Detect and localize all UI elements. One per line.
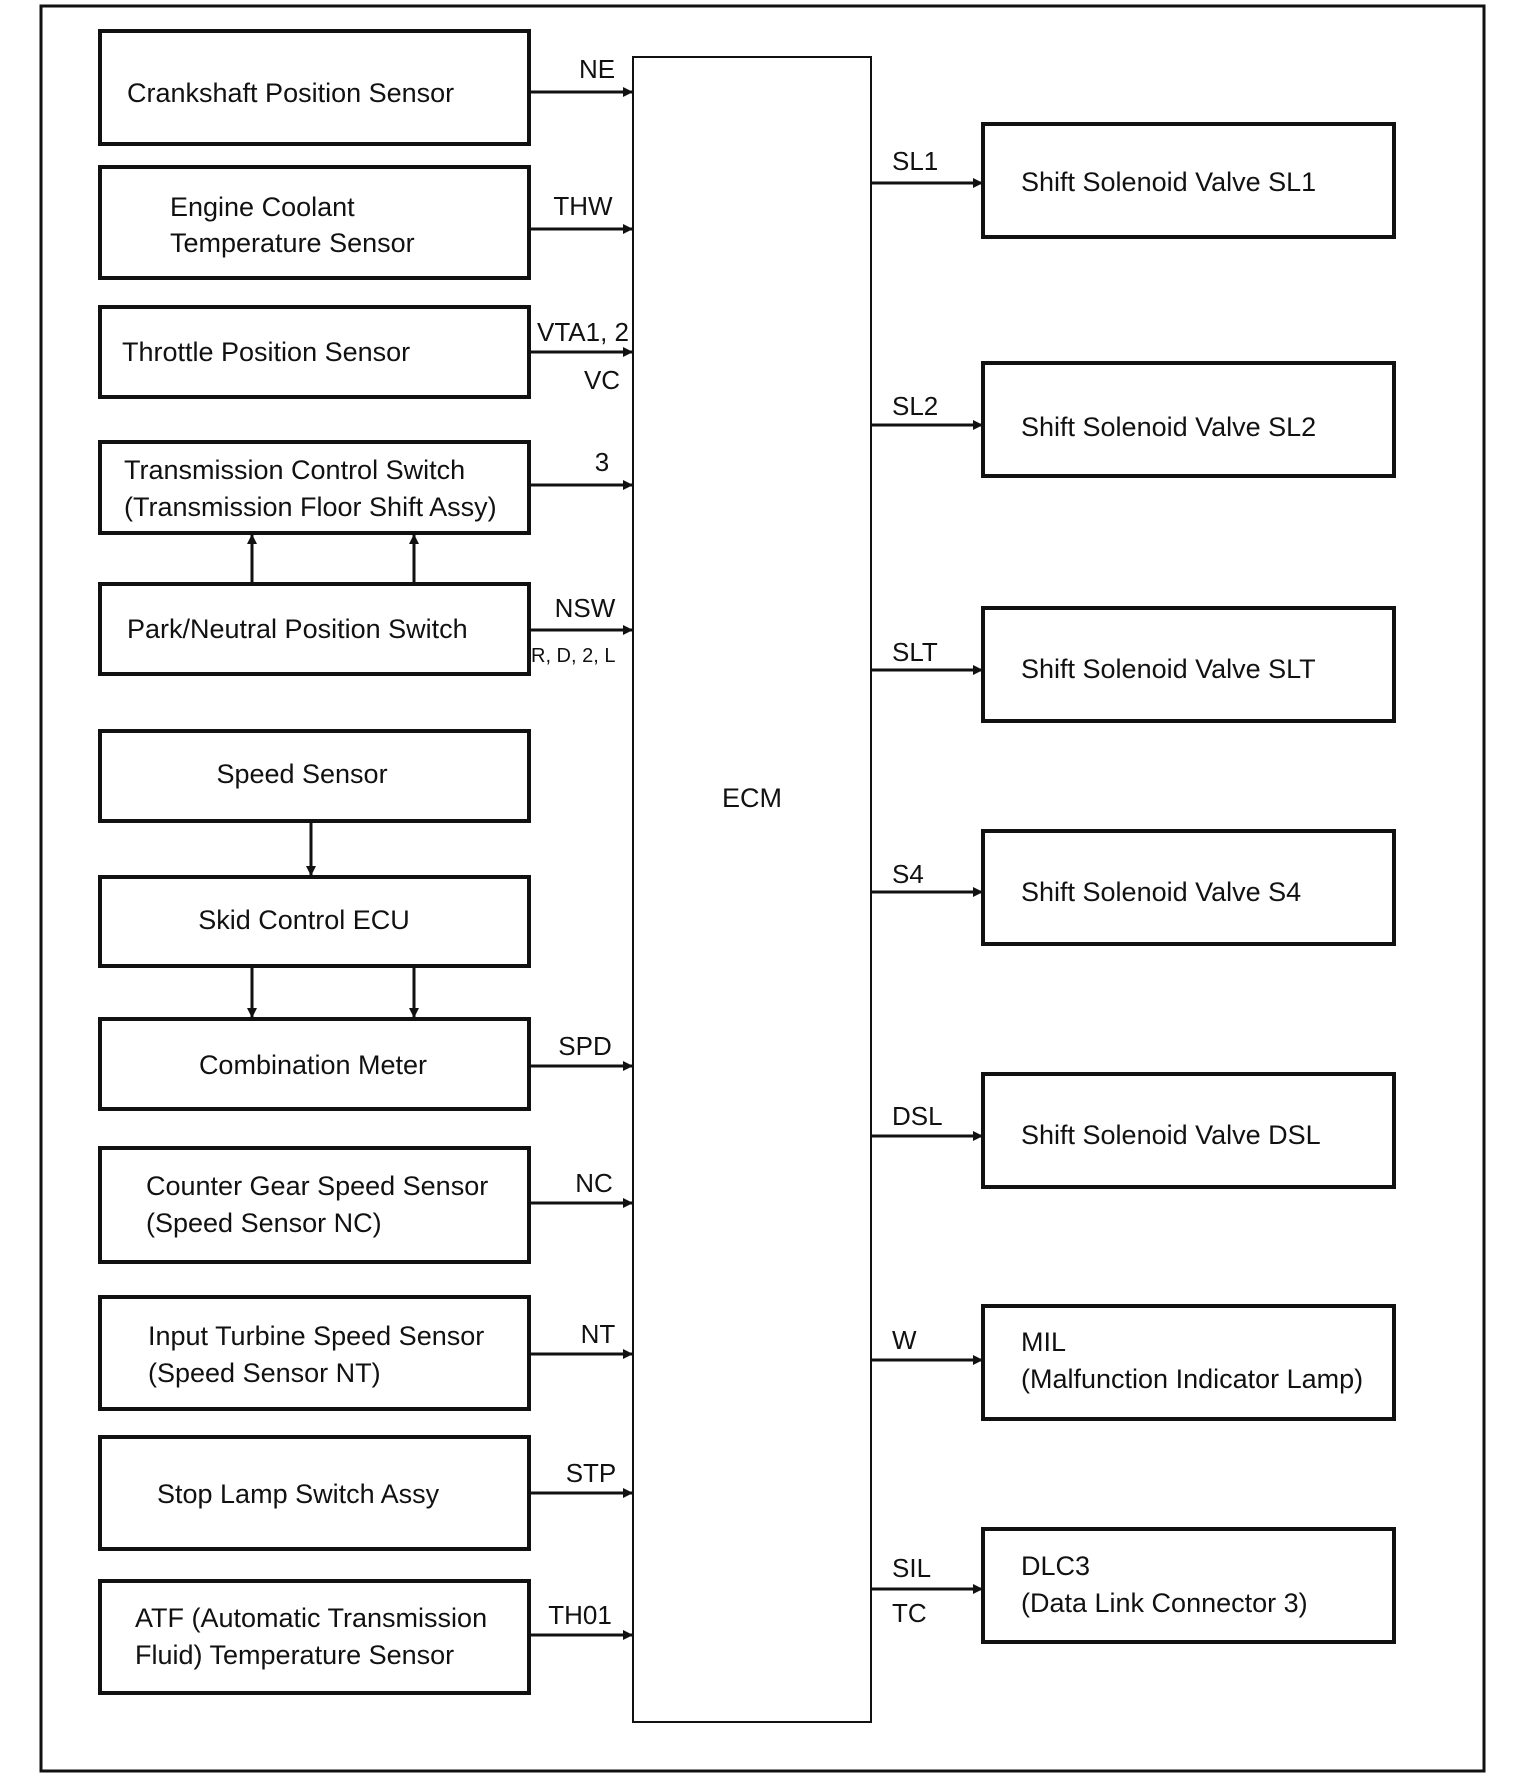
- input-atf-temperature-sensor: ATF (Automatic Transmission Fluid) Tempe…: [98, 1579, 531, 1695]
- input-speed-sensor: Speed Sensor: [98, 729, 531, 823]
- signal-3: 3: [595, 447, 609, 477]
- skid-ecu-label: Skid Control ECU: [198, 905, 410, 935]
- counter-gear-label-line1: Counter Gear Speed Sensor: [146, 1171, 488, 1201]
- stop-lamp-label: Stop Lamp Switch Assy: [157, 1479, 440, 1509]
- input-throttle-position-sensor: Throttle Position Sensor: [98, 305, 531, 399]
- output-shift-solenoid-s4: Shift Solenoid Valve S4: [981, 829, 1396, 946]
- signal-nsw: NSW: [555, 593, 616, 623]
- coolant-sensor-label-line2: Temperature Sensor: [170, 228, 415, 258]
- park-neutral-label: Park/Neutral Position Switch: [127, 614, 468, 644]
- s4-label: Shift Solenoid Valve S4: [1021, 877, 1301, 907]
- input-signal-arrows: [247, 87, 633, 1640]
- signal-stp: STP: [566, 1458, 617, 1488]
- mil-label-line2: (Malfunction Indicator Lamp): [1021, 1364, 1363, 1394]
- input-turbine-label-line1: Input Turbine Speed Sensor: [148, 1321, 484, 1351]
- atf-temp-label-line2: Fluid) Temperature Sensor: [135, 1640, 454, 1670]
- output-dlc3: DLC3 (Data Link Connector 3): [981, 1527, 1396, 1644]
- input-stop-lamp-switch: Stop Lamp Switch Assy: [98, 1435, 531, 1551]
- slt-label: Shift Solenoid Valve SLT: [1021, 654, 1316, 684]
- input-turbine-label-line2: (Speed Sensor NT): [148, 1358, 381, 1388]
- signal-w: W: [892, 1325, 917, 1355]
- input-park-neutral-switch: Park/Neutral Position Switch: [98, 582, 531, 676]
- input-combination-meter: Combination Meter: [98, 1017, 531, 1111]
- counter-gear-label-line2: (Speed Sensor NC): [146, 1208, 382, 1238]
- speed-sensor-label: Speed Sensor: [216, 759, 387, 789]
- signal-thw: THW: [553, 191, 613, 221]
- trans-switch-label-line2: (Transmission Floor Shift Assy): [124, 492, 497, 522]
- signal-slt: SLT: [892, 637, 938, 667]
- input-turbine-speed-sensor: Input Turbine Speed Sensor (Speed Sensor…: [98, 1295, 531, 1411]
- signal-nc: NC: [575, 1168, 613, 1198]
- signal-th01: TH01: [548, 1600, 612, 1630]
- output-signal-arrows: [871, 178, 983, 1594]
- ecm-label: ECM: [722, 783, 782, 813]
- signal-sil: SIL: [892, 1553, 931, 1583]
- diagram-frame: [39, 4, 1486, 1773]
- crankshaft-sensor-label: Crankshaft Position Sensor: [127, 78, 454, 108]
- signal-vc: VC: [584, 365, 620, 395]
- output-shift-solenoid-sl1: Shift Solenoid Valve SL1: [981, 122, 1396, 239]
- input-counter-gear-speed-sensor: Counter Gear Speed Sensor (Speed Sensor …: [98, 1146, 531, 1264]
- output-shift-solenoid-slt: Shift Solenoid Valve SLT: [981, 606, 1396, 723]
- output-mil: MIL (Malfunction Indicator Lamp): [981, 1304, 1396, 1421]
- signal-s4: S4: [892, 859, 924, 889]
- sl1-label: Shift Solenoid Valve SL1: [1021, 167, 1316, 197]
- signal-vta: VTA1, 2: [537, 317, 629, 347]
- coolant-sensor-label-line1: Engine Coolant: [170, 192, 355, 222]
- combination-meter-label: Combination Meter: [199, 1050, 427, 1080]
- signal-nt: NT: [581, 1319, 616, 1349]
- signal-dsl: DSL: [892, 1101, 943, 1131]
- signal-sl1: SL1: [892, 146, 938, 176]
- input-skid-control-ecu: Skid Control ECU: [98, 875, 531, 968]
- signal-spd: SPD: [558, 1031, 611, 1061]
- ecm-block: [632, 56, 872, 1723]
- dlc3-label-line1: DLC3: [1021, 1551, 1090, 1581]
- output-shift-solenoid-dsl: Shift Solenoid Valve DSL: [981, 1072, 1396, 1189]
- input-crankshaft-sensor: Crankshaft Position Sensor: [98, 29, 531, 146]
- trans-switch-label-line1: Transmission Control Switch: [124, 455, 465, 485]
- dlc3-label-line2: (Data Link Connector 3): [1021, 1588, 1308, 1618]
- output-shift-solenoid-sl2: Shift Solenoid Valve SL2: [981, 361, 1396, 478]
- signal-ne: NE: [579, 54, 615, 84]
- signal-tc: TC: [892, 1598, 927, 1628]
- sl2-label: Shift Solenoid Valve SL2: [1021, 412, 1316, 442]
- throttle-sensor-label: Throttle Position Sensor: [122, 337, 410, 367]
- signal-sl2: SL2: [892, 391, 938, 421]
- mil-label-line1: MIL: [1021, 1327, 1066, 1357]
- atf-temp-label-line1: ATF (Automatic Transmission: [135, 1603, 487, 1633]
- signal-nsw-range: R, D, 2, L: [531, 645, 615, 667]
- input-transmission-control-switch: Transmission Control Switch (Transmissio…: [98, 440, 531, 535]
- dsl-label: Shift Solenoid Valve DSL: [1021, 1120, 1321, 1150]
- input-engine-coolant-sensor: Engine Coolant Temperature Sensor: [98, 165, 531, 280]
